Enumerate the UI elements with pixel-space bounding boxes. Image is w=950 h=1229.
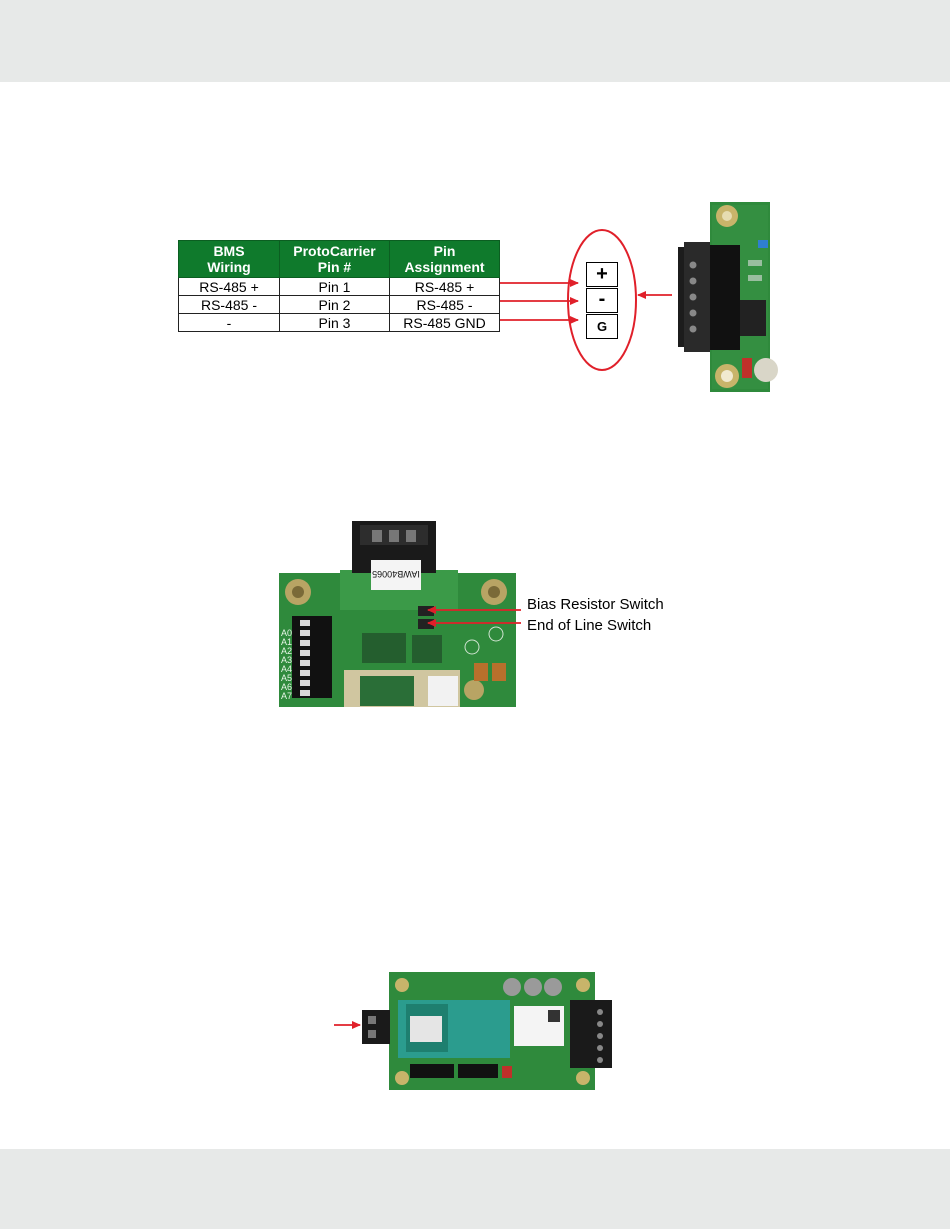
end-of-line-switch-label: End of Line Switch: [527, 617, 651, 634]
terminal-ground: G: [586, 314, 618, 339]
terminal-plus: +: [586, 262, 618, 287]
wiring-arrows: [500, 283, 578, 320]
board-photo-side: [678, 202, 778, 392]
dip-label: A7: [281, 691, 292, 701]
dip-switch-labels: A0 A1 A2 A3 A4 A5 A6 A7: [281, 628, 292, 701]
board-label-text: IAWB40065: [372, 569, 420, 579]
board-photo-top: IAWB40065: [279, 521, 516, 707]
board-photo-full: [362, 972, 612, 1090]
bias-resistor-switch-label: Bias Resistor Switch: [527, 596, 664, 613]
terminal-minus: -: [586, 288, 618, 313]
